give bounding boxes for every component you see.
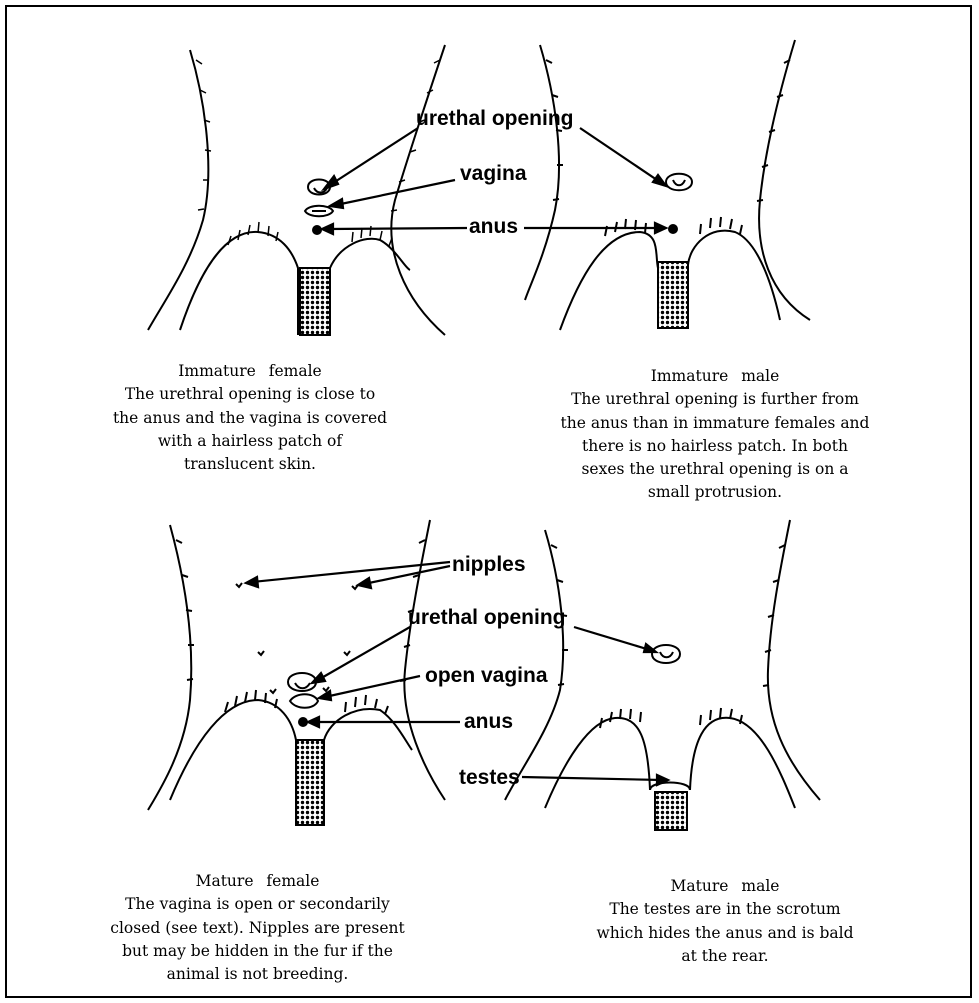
caption-title: Mature male bbox=[560, 875, 890, 898]
anus-dot bbox=[312, 225, 322, 235]
caption-line: animal is not breeding. bbox=[80, 963, 435, 986]
label-nipples: nipples bbox=[452, 554, 526, 575]
caption-title: Immature male bbox=[515, 365, 915, 388]
caption-line: at the rear. bbox=[560, 945, 890, 968]
caption-line: The urethral opening is close to bbox=[80, 383, 420, 406]
label-anus-top: anus bbox=[469, 216, 518, 237]
caption-immature-male: Immature male The urethral opening is fu… bbox=[515, 365, 915, 505]
label-testes: testes bbox=[459, 767, 520, 788]
caption-line: the anus than in immature females and bbox=[515, 412, 915, 435]
tail-immature-female bbox=[300, 268, 330, 335]
caption-mature-male: Mature male The testes are in the scrotu… bbox=[560, 875, 890, 968]
caption-line: The testes are in the scrotum bbox=[560, 898, 890, 921]
tail-mature-male bbox=[655, 792, 687, 830]
caption-line: The urethral opening is further from bbox=[515, 388, 915, 411]
immature-male-genitals bbox=[666, 174, 692, 191]
immature-female-body bbox=[148, 45, 445, 335]
caption-line: the anus and the vagina is covered bbox=[80, 407, 420, 430]
label-vagina: vagina bbox=[460, 163, 527, 184]
caption-title: Immature female bbox=[80, 360, 420, 383]
mature-male-genitals bbox=[652, 645, 680, 663]
caption-line: small protrusion. bbox=[515, 481, 915, 504]
label-urethral-opening-top: urethal opening bbox=[416, 108, 574, 129]
caption-immature-female: Immature female The urethral opening is … bbox=[80, 360, 420, 476]
caption-line: there is no hairless patch. In both bbox=[515, 435, 915, 458]
caption-line: with a hairless patch of bbox=[80, 430, 420, 453]
label-anus-bottom: anus bbox=[464, 711, 513, 732]
anus-dot-male bbox=[668, 224, 678, 234]
caption-line: translucent skin. bbox=[80, 453, 420, 476]
tail-immature-male bbox=[658, 262, 688, 328]
tail-mature-female bbox=[296, 740, 324, 825]
caption-line: but may be hidden in the fur if the bbox=[80, 940, 435, 963]
caption-mature-female: Mature female The vagina is open or seco… bbox=[80, 870, 435, 986]
label-urethral-opening-bottom: urethal opening bbox=[408, 607, 566, 628]
caption-line: The vagina is open or secondarily bbox=[80, 893, 435, 916]
caption-line: sexes the urethral opening is on a bbox=[515, 458, 915, 481]
mature-female-genitals bbox=[288, 673, 318, 708]
mature-male-body bbox=[505, 520, 820, 808]
caption-title: Mature female bbox=[80, 870, 435, 893]
caption-line: which hides the anus and is bald bbox=[560, 922, 890, 945]
caption-line: closed (see text). Nipples are present bbox=[80, 917, 435, 940]
mature-female-nipples bbox=[236, 583, 358, 693]
label-open-vagina: open vagina bbox=[425, 665, 548, 686]
